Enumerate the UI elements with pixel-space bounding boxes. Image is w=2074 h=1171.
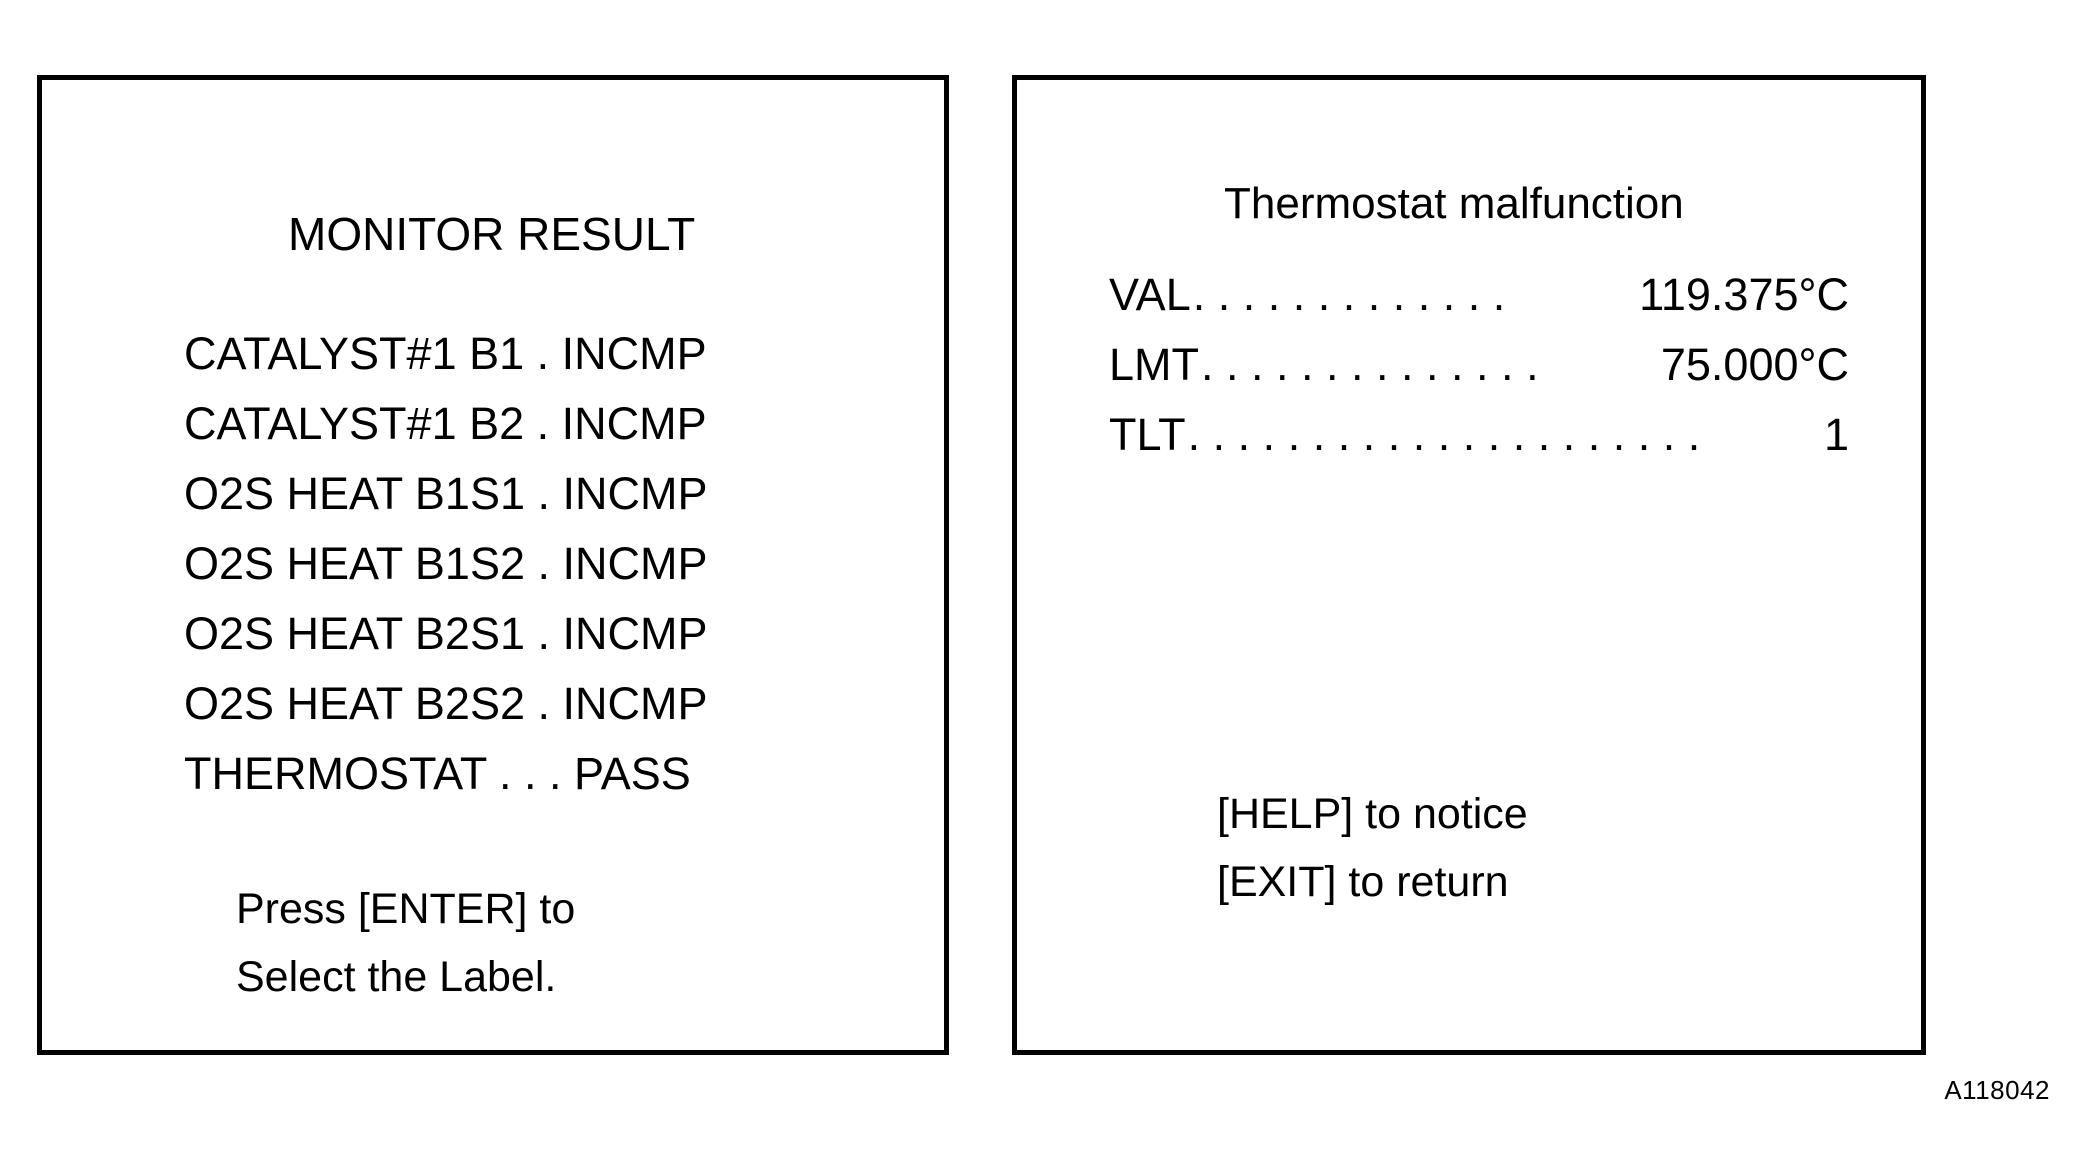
list-item[interactable]: O2S HEAT B2S2 . INCMP: [184, 678, 708, 729]
instruction-line-exit[interactable]: [EXIT] to return: [1217, 858, 1509, 906]
list-item[interactable]: O2S HEAT B1S1 . INCMP: [184, 468, 708, 519]
page-title: MONITOR RESULT: [288, 208, 696, 260]
param-value: 119.375°C: [1639, 269, 1849, 320]
list-item[interactable]: CATALYST#1 B1 . INCMP: [184, 328, 707, 379]
param-value: 1: [1823, 409, 1849, 460]
param-key: LMT: [1109, 339, 1199, 390]
param-leader-dots: . . . . . . . . . . . . . . . . . . . . …: [1187, 409, 1701, 460]
list-item[interactable]: O2S HEAT B1S2 . INCMP: [184, 538, 708, 589]
table-row: TLT . . . . . . . . . . . . . . . . . . …: [1109, 400, 1849, 470]
fault-title: Thermostat malfunction: [1224, 179, 1684, 228]
param-leader-dots: . . . . . . . . . . . . .: [1192, 269, 1506, 320]
instruction-line-enter: Press [ENTER] to: [236, 885, 576, 933]
left-panel-instructions: Press [ENTER] to Select the Label.: [236, 875, 856, 1011]
monitor-result-list: CATALYST#1 B1 . INCMP CATALYST#1 B2 . IN…: [184, 319, 884, 809]
param-value: 75.000°C: [1660, 339, 1849, 390]
fault-detail-panel: Thermostat malfunction VAL . . . . . . .…: [1012, 75, 1926, 1055]
right-panel-instructions: [HELP] to notice [EXIT] to return: [1217, 780, 1857, 916]
fault-parameter-list: VAL . . . . . . . . . . . . . 119.375°C …: [1109, 260, 1849, 470]
param-key: TLT: [1109, 409, 1186, 460]
param-leader-dots: . . . . . . . . . . . . . .: [1201, 339, 1539, 390]
param-key: VAL: [1109, 269, 1191, 320]
list-item[interactable]: O2S HEAT B2S1 . INCMP: [184, 608, 708, 659]
figure-reference-code: A118042: [1944, 1075, 2050, 1105]
instruction-line-help[interactable]: [HELP] to notice: [1217, 790, 1528, 838]
list-item[interactable]: THERMOSTAT . . . PASS: [184, 748, 691, 799]
monitor-result-panel: MONITOR RESULT CATALYST#1 B1 . INCMP CAT…: [37, 75, 949, 1055]
instruction-line-select: Select the Label.: [236, 953, 557, 1001]
list-item[interactable]: CATALYST#1 B2 . INCMP: [184, 398, 707, 449]
table-row: VAL . . . . . . . . . . . . . 119.375°C: [1109, 260, 1849, 330]
table-row: LMT . . . . . . . . . . . . . . 75.000°C: [1109, 330, 1849, 400]
